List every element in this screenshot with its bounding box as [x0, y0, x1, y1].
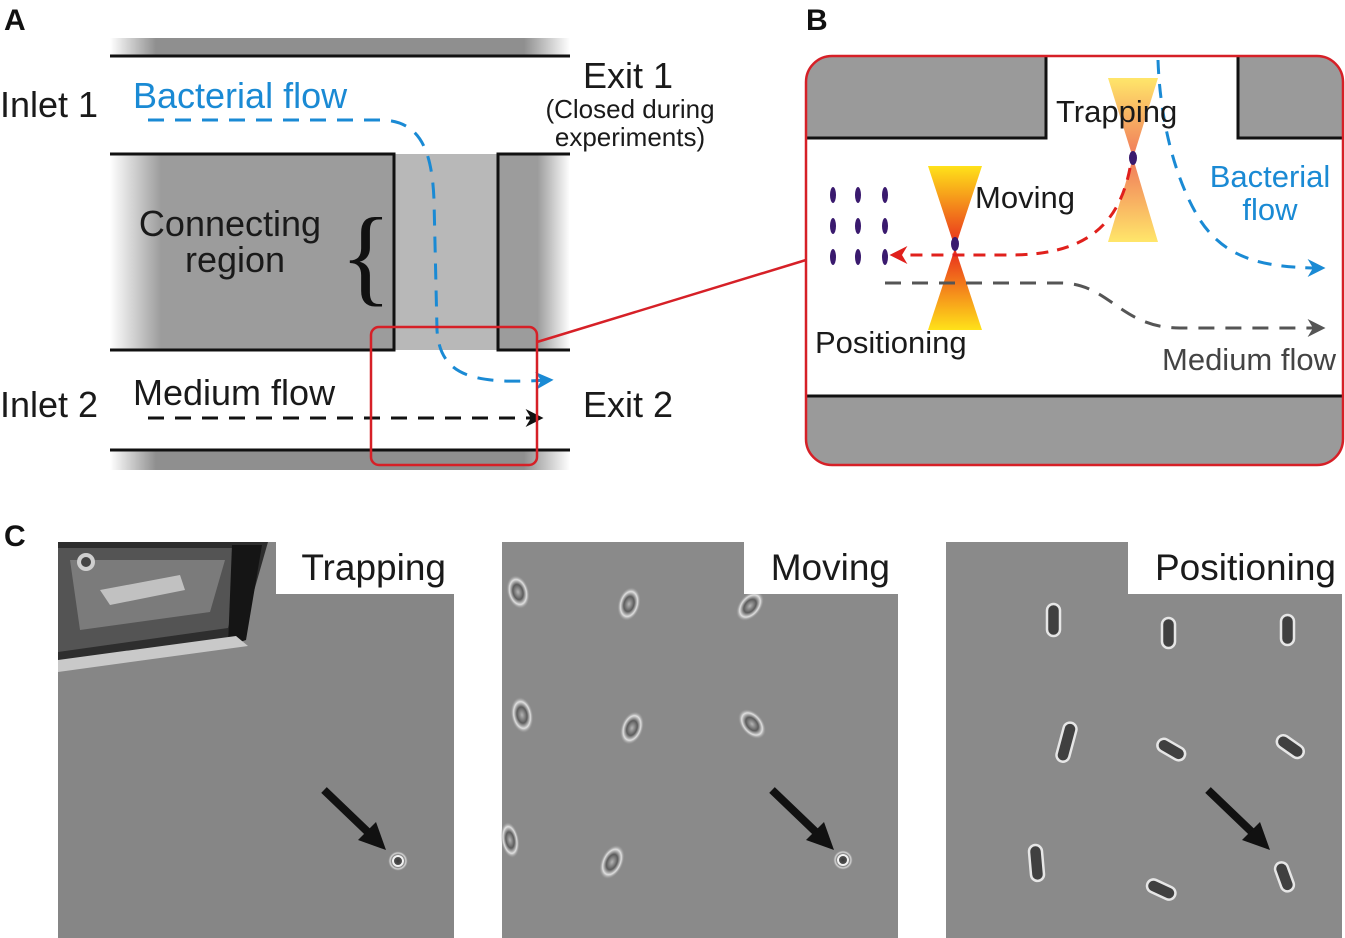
connecting-block-left	[110, 154, 394, 350]
zoom-box	[369, 325, 539, 467]
b-bottom-wall	[806, 396, 1343, 465]
positioning-label-bg	[1128, 542, 1342, 594]
bacterial-flow-label-b-line2: flow	[1242, 192, 1298, 227]
arrow-icon-moving	[769, 787, 834, 850]
positioning-micro-label: Positioning	[1155, 547, 1336, 588]
medium-flow-label-a: Medium flow	[133, 372, 336, 413]
micrograph-positioning: Positioning	[946, 542, 1342, 938]
connecting-channel	[394, 154, 498, 350]
zoom-connector	[536, 258, 807, 344]
moving-cell	[833, 850, 853, 870]
connecting-region-line1: Connecting	[139, 203, 321, 244]
trapped-cell-ring	[392, 855, 404, 867]
trapped-cell	[388, 851, 408, 871]
connecting-region-line2: region	[185, 239, 285, 280]
trapping-beam	[1108, 78, 1158, 242]
channel-outline	[110, 54, 570, 452]
arrow-icon-positioning	[1205, 787, 1270, 850]
bacterial-flow-label-a: Bacterial flow	[133, 75, 348, 116]
moving-label-b: Moving	[975, 180, 1075, 215]
micrograph-trapping: Trapping	[58, 542, 454, 938]
panel-b: B	[804, 4, 1345, 467]
trapping-label-b: Trapping	[1056, 94, 1177, 129]
panel-b-letter: B	[806, 4, 828, 37]
moving-positioning-beam	[928, 166, 982, 330]
b-wall-outline	[806, 56, 1343, 398]
blurred-cells	[500, 575, 766, 879]
moving-bacterium	[951, 237, 959, 251]
exit-1-label: Exit 1	[583, 55, 673, 96]
moving-cell-ring	[837, 854, 849, 866]
moving-path	[889, 167, 1132, 264]
trapping-micro-label: Trapping	[301, 547, 446, 588]
pipette-artifact	[58, 542, 268, 672]
b-top-wall-left	[806, 56, 1046, 138]
arrow-icon-trapping	[321, 787, 386, 850]
panel-b-frame	[804, 54, 1345, 467]
positioned-bacteria	[830, 187, 888, 265]
bacterial-flow-label-b-line1: Bacterial	[1210, 159, 1331, 194]
inlet-2-label: Inlet 2	[0, 384, 98, 425]
upper-channel	[110, 56, 570, 154]
positioned-cells	[1027, 602, 1305, 901]
brace-glyph: {	[340, 197, 392, 316]
micrograph-moving: Moving	[500, 542, 898, 938]
medium-flow-label-b: Medium flow	[1162, 342, 1337, 377]
exit-2-label: Exit 2	[583, 384, 673, 425]
bacterial-flow-path-b	[1156, 59, 1326, 277]
lower-channel	[110, 350, 570, 450]
panel-c: C Trapping	[4, 520, 1342, 938]
inlet-1-label: Inlet 1	[0, 84, 98, 125]
positioning-label-b: Positioning	[815, 325, 967, 360]
exit-1-note-line2: experiments)	[555, 122, 705, 152]
panel-a-letter: A	[4, 4, 26, 37]
connecting-block-right	[498, 154, 570, 350]
trapping-label-bg	[276, 542, 454, 594]
bacterial-flow-path-a	[148, 118, 554, 390]
top-wall	[110, 38, 570, 56]
moving-label-bg	[744, 542, 898, 594]
bottom-wall	[110, 450, 570, 470]
trapped-bacterium	[1129, 151, 1137, 165]
exit-1-note-line1: (Closed during	[545, 94, 714, 124]
b-top-wall-right	[1238, 56, 1343, 138]
moving-micro-label: Moving	[771, 547, 890, 588]
panel-a: A Inlet 1 Inlet 2 Bacterial flow Medium …	[0, 4, 807, 470]
panel-c-letter: C	[4, 520, 26, 553]
